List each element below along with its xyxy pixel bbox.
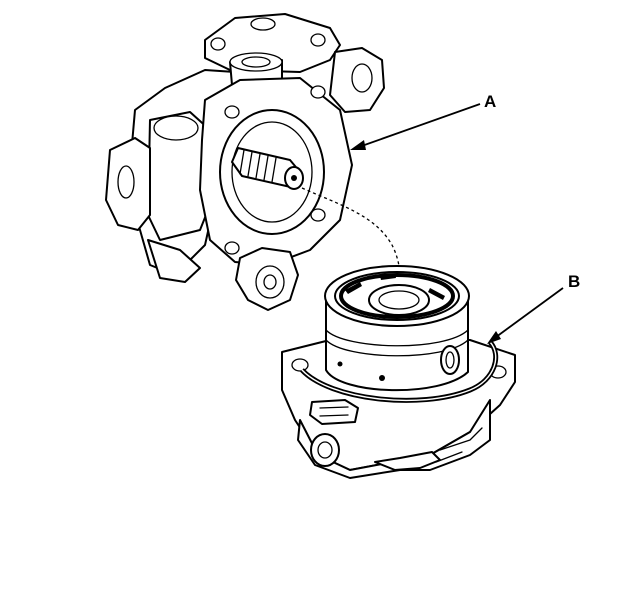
callout-b: B bbox=[487, 272, 580, 344]
housing-part-a bbox=[105, 13, 385, 311]
callout-label-a: A bbox=[484, 92, 496, 111]
callout-a: A bbox=[350, 92, 496, 150]
cartridge-part-b bbox=[281, 265, 516, 479]
alignment-arrow bbox=[301, 187, 402, 301]
callout-label-b: B bbox=[568, 272, 580, 291]
